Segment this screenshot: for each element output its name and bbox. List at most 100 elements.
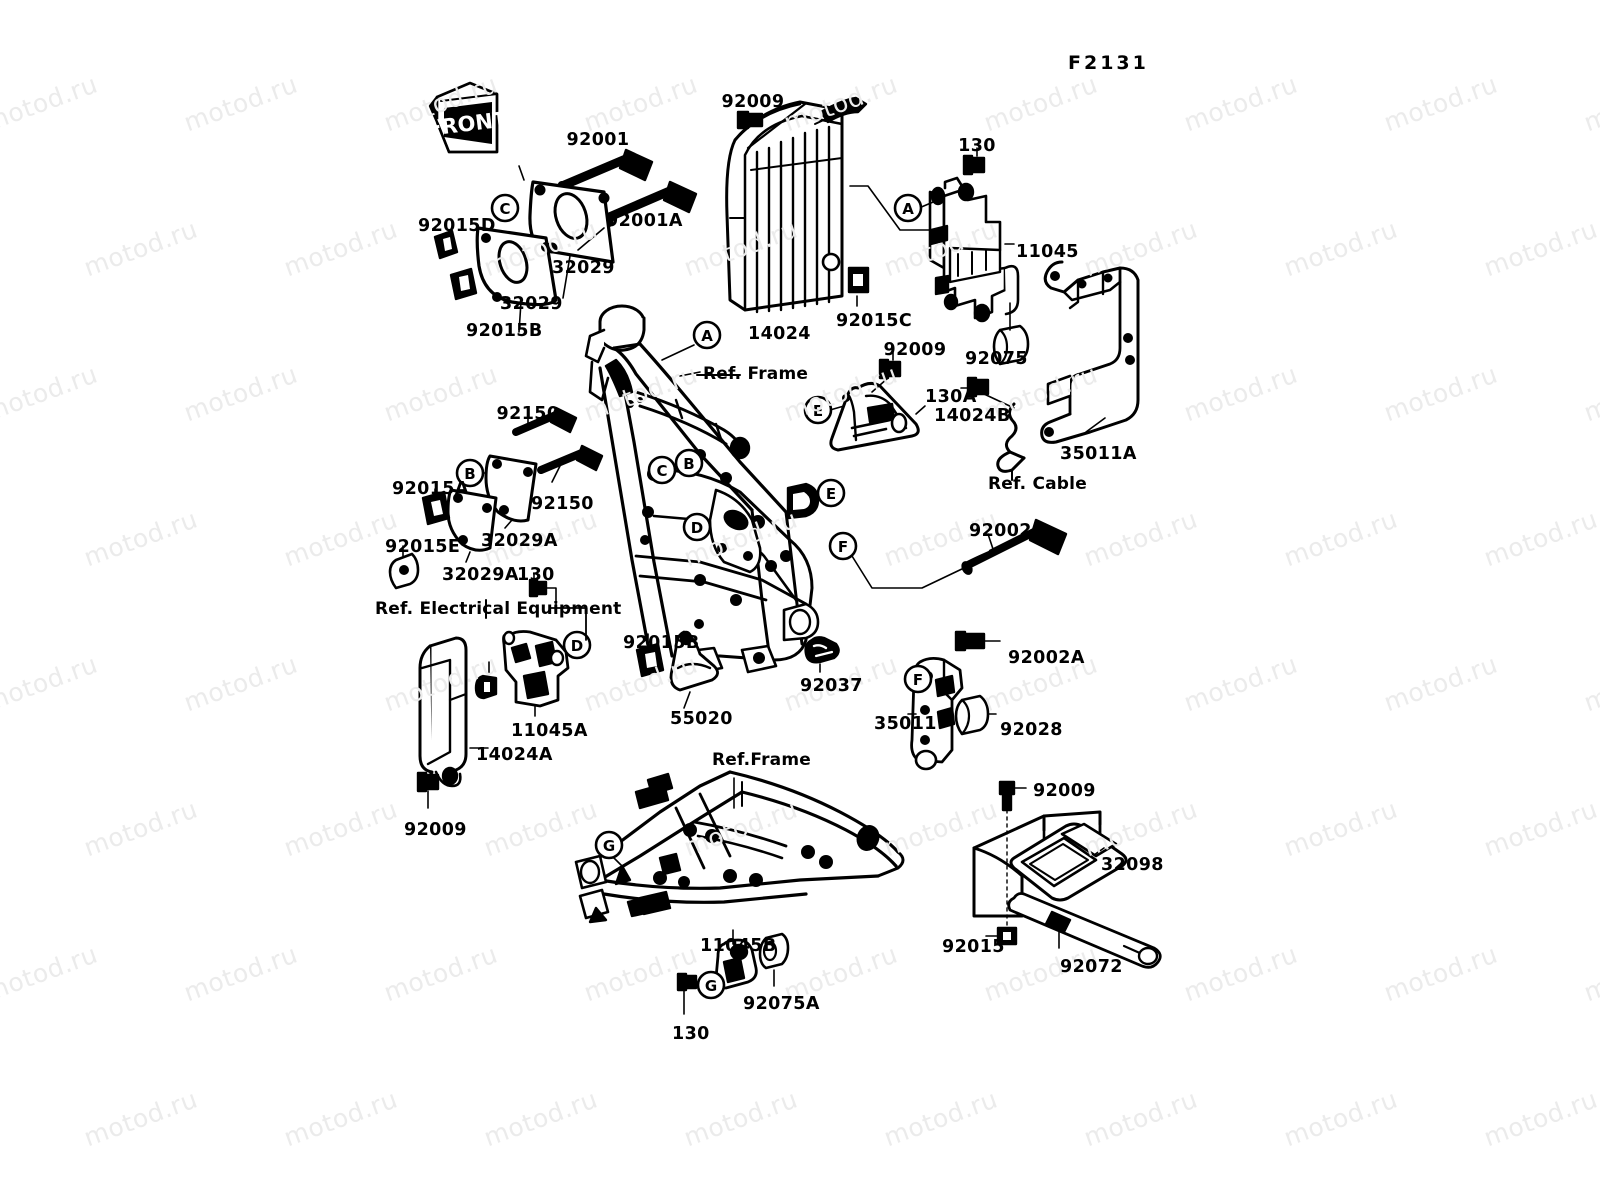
- part-label-14024-cover: 14024: [748, 324, 811, 344]
- part-label-92015c-nut: 92015C: [836, 311, 913, 331]
- part-92009-bolt-left: [416, 771, 440, 793]
- svg-text:G: G: [603, 837, 615, 855]
- svg-text:C: C: [499, 200, 510, 218]
- svg-text:A: A: [701, 327, 713, 345]
- ref-frame-rear-label: Ref.Frame: [712, 750, 811, 770]
- part-92150-bolt-upper: [512, 406, 578, 436]
- part-label-92002-bolt-long: 92002: [969, 521, 1032, 541]
- part-label-11045a-bracket: 11045A: [511, 721, 588, 741]
- ref-cable-hook: [996, 402, 1026, 473]
- ref-cable-label: Ref. Cable: [988, 474, 1087, 494]
- ref-frame-rear-artwork: [574, 770, 905, 924]
- part-label-55020-guard: 55020: [670, 709, 733, 729]
- svg-text:G: G: [705, 977, 717, 995]
- part-label-92015b-collar: 92015B: [623, 633, 700, 653]
- part-130-bolt-bottom: [676, 972, 698, 992]
- part-label-92002a-bolt: 92002A: [1008, 648, 1085, 668]
- svg-text:E: E: [826, 485, 836, 503]
- part-14024b-cover: [829, 381, 920, 452]
- part-label-92015e-nut: 92015E: [385, 537, 461, 557]
- part-label-92075a-damper: 92075A: [743, 994, 820, 1014]
- part-label-130a-bolt: 130A: [925, 387, 977, 407]
- callout-letters: A A B B C C D D E E F F G G: [464, 200, 923, 995]
- part-92037-clamp: [804, 636, 840, 664]
- ref-electrical-label: Ref. Electrical Equipment: [375, 599, 622, 619]
- part-label-92150-bolt: 92150: [531, 494, 594, 514]
- part-92015e-nut: [388, 552, 420, 590]
- part-label-92001-bolt: 92001: [566, 130, 630, 150]
- part-32098-battery-case: [972, 810, 1128, 918]
- part-92009-bolt-top: [736, 110, 764, 130]
- part-label-130-bolt: 130: [517, 565, 555, 585]
- part-label-32029-bracket-engine: 32029: [500, 294, 563, 314]
- part-label-32029a-bracket-engine: 32029A: [442, 565, 519, 585]
- part-label-11045b-bracket: 11045B: [700, 936, 777, 956]
- part-92075-damper: [992, 324, 1030, 366]
- ref-frame-main-label: Ref. Frame: [703, 364, 809, 384]
- part-14024a-cover: [418, 636, 468, 788]
- part-32029-bracket-lower: [475, 226, 558, 307]
- part-92002-bolt-long: [961, 518, 1068, 575]
- svg-text:B: B: [683, 455, 694, 473]
- part-label-35011a-fender-bracket: 35011A: [1060, 444, 1137, 464]
- part-label-35011-fender-bracket: 35011: [874, 714, 937, 734]
- part-11045-bracket: [928, 176, 1020, 323]
- part-label-130-bolt: 130: [672, 1024, 710, 1044]
- svg-text:D: D: [691, 519, 703, 537]
- part-label-32098-battery-case: 32098: [1101, 855, 1164, 875]
- part-label-32029a-bracket-engine: 32029A: [481, 531, 558, 551]
- part-label-92072-band: 92072: [1060, 957, 1123, 977]
- part-label-92028-bushing: 92028: [1000, 720, 1063, 740]
- part-130a-bolt: [966, 376, 990, 398]
- part-label-92015d-collar: 92015D: [418, 216, 496, 236]
- part-11045a-bracket: [502, 630, 570, 708]
- part-92150-bolt-lower: [537, 444, 604, 474]
- part-label-92015-nut: 92015: [942, 937, 1005, 957]
- part-label-92009-bolt: 92009: [883, 340, 947, 360]
- part-label-92009-bolt: 92009: [721, 92, 785, 112]
- part-92075a-damper: [758, 932, 790, 970]
- part-14024-cover: [725, 96, 868, 314]
- part-label-92015b-collar: 92015B: [466, 321, 543, 341]
- part-label-92009-bolt: 92009: [1033, 781, 1096, 801]
- part-130-bolt-top: [962, 154, 986, 176]
- part-92015a-nut: [421, 490, 451, 526]
- part-label-92009-bolt: 92009: [404, 820, 467, 840]
- svg-text:A: A: [902, 200, 914, 218]
- svg-text:F: F: [838, 538, 848, 556]
- part-label-92015a-nut: 92015A: [392, 479, 469, 499]
- part-label-14024a-cover: 14024A: [476, 745, 553, 765]
- part-label-11045-bracket: 11045: [1016, 242, 1079, 262]
- part-11045b-bracket: [714, 938, 758, 990]
- part-label-14024b-cover: 14024B: [934, 406, 1011, 426]
- part-92015c-nut: [847, 266, 870, 294]
- part-label-92001a-bolt: 92001A: [606, 211, 683, 231]
- part-92028-bushing: [954, 694, 990, 736]
- part-92015b-collar-frame: [635, 642, 665, 678]
- front-badge-icon: FRONT: [426, 81, 509, 154]
- part-32029a-bracket-lower: [446, 488, 498, 552]
- part-label-92075-damper: 92075: [965, 349, 1028, 369]
- part-92009-bolt-battery: [998, 780, 1016, 812]
- callout-circles: [455, 193, 933, 1000]
- svg-text:E: E: [813, 402, 823, 420]
- part-35011a-fender-bracket: [1040, 260, 1140, 444]
- part-92072-band: [1007, 892, 1162, 969]
- diagram-id-label: F2131: [1068, 52, 1149, 74]
- part-92015b-collar-upper: [449, 267, 478, 301]
- svg-text:B: B: [464, 465, 475, 483]
- svg-text:D: D: [571, 637, 583, 655]
- part-92015-nut: [996, 926, 1018, 946]
- part-label-92150-bolt: 92150: [496, 404, 560, 424]
- part-92015d-collar: [433, 229, 459, 260]
- part-clip-small: [474, 674, 498, 700]
- part-label-32029-bracket-engine: 32029: [552, 258, 615, 278]
- part-55020-guard: [669, 630, 719, 692]
- svg-text:F: F: [913, 671, 923, 689]
- part-label-130-bolt: 130: [958, 136, 996, 156]
- part-label-92037-clamp: 92037: [800, 676, 863, 696]
- svg-text:C: C: [656, 462, 667, 480]
